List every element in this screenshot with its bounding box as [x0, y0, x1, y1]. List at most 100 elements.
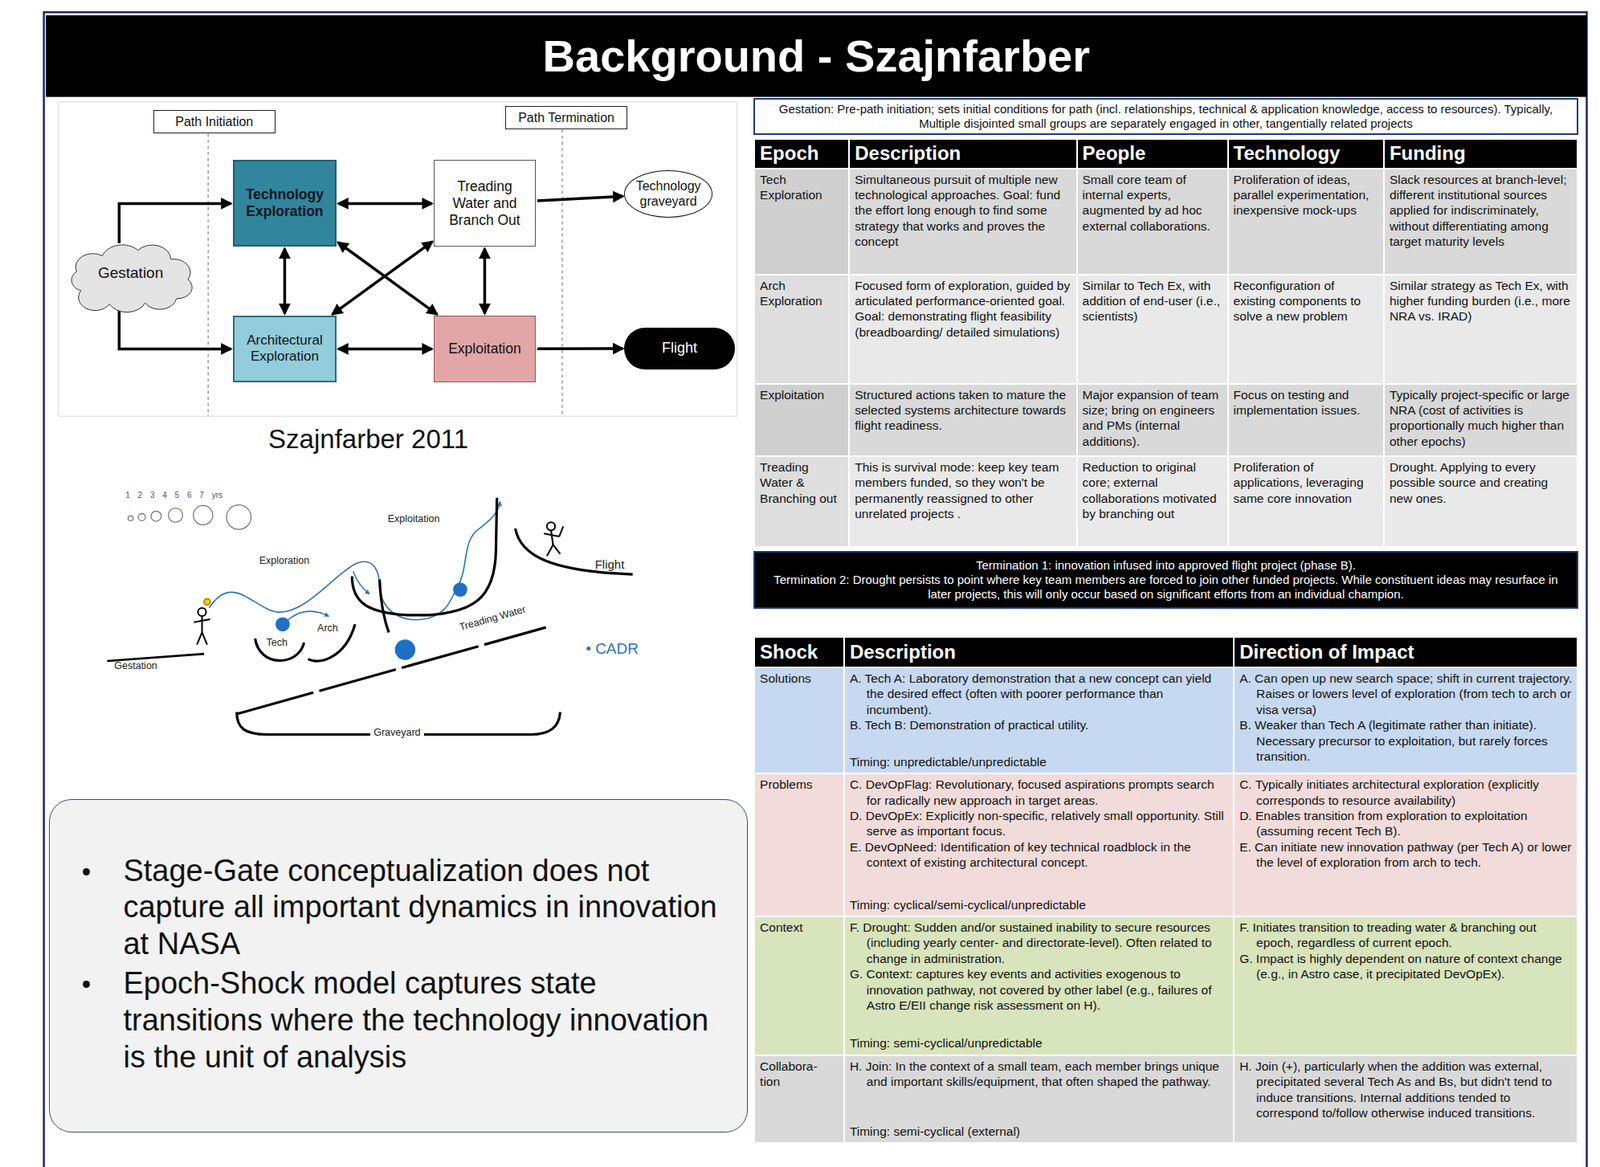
node-text: Gestation: Pre-path initiation; sets ini…: [763, 102, 1570, 131]
gestation-note: Gestation: Pre-path initiation; sets ini…: [753, 97, 1580, 135]
pathway-dot: [453, 582, 468, 597]
table-cell: Focused form of exploration, guided by a…: [849, 275, 1076, 384]
column-header: Description: [849, 640, 1229, 664]
pathway-arrow: [353, 571, 370, 594]
table-header-cell: Description: [844, 637, 1233, 667]
table-cell: Tech Exploration: [755, 169, 849, 274]
node-text: Architectural Exploration: [237, 332, 333, 366]
bullet-text: Stage-Gate conceptualization does not ca…: [122, 853, 723, 964]
connector-arrow: [338, 242, 437, 315]
epoch-box: Technology Exploration: [232, 159, 338, 247]
cell-text: Timing: cyclical/semi-cyclical/unpredict…: [849, 890, 1229, 913]
cell-text: Reconfiguration of existing components t…: [1233, 277, 1379, 325]
table-cell: Context: [755, 917, 844, 1055]
cell-text: B. Tech B: Demonstration of practical ut…: [849, 717, 1229, 733]
table-cell: This is survival mode: keep key team mem…: [849, 457, 1076, 547]
cell-text: G. Impact is highly dependent on nature …: [1239, 951, 1572, 983]
table-cell: F. Drought: Sudden and/or sustained inab…: [844, 917, 1233, 1055]
cell-text: Tech Exploration: [759, 171, 844, 204]
epoch-table: EpochDescriptionPeopleTechnologyFundingT…: [755, 139, 1577, 547]
column-header: Direction of Impact: [1239, 640, 1572, 664]
table-header-cell: Shock: [755, 637, 844, 667]
illustration-label: Graveyard: [370, 726, 424, 739]
cell-text: B. Weaker than Tech A (legitimate rather…: [1239, 717, 1572, 764]
cell-text: H. Join (+), particularly when the addit…: [1239, 1058, 1572, 1122]
cell-text: Focused form of exploration, guided by a…: [854, 277, 1071, 341]
table-cell: F. Initiates transition to treading wate…: [1234, 917, 1577, 1055]
cell-text: E. DevOpNeed: Identification of key tech…: [849, 839, 1229, 871]
node-text: Technology graveyard: [628, 178, 708, 209]
cell-text: F. Initiates transition to treading wate…: [1239, 919, 1572, 952]
connector-arrow: [338, 202, 433, 206]
connector-arrow: [483, 248, 487, 314]
cell-text: Major expansion of team size; bring on e…: [1082, 387, 1223, 450]
illustration-label: Tech: [266, 636, 288, 649]
node-text: Termination 1: innovation infused into a…: [763, 558, 1570, 573]
table-cell: Typically project-specific or large NRA …: [1384, 384, 1577, 456]
connector-arrow: [332, 241, 433, 315]
bullet-text: Epoch-Shock model captures state transit…: [122, 965, 723, 1076]
column-header: Description: [854, 142, 1071, 165]
cell-text: Context: [759, 919, 839, 935]
node-text: Gestation: [62, 264, 200, 283]
table-header-cell: People: [1077, 139, 1228, 168]
illustration-label: Arch: [317, 622, 339, 634]
epoch-box: Exploitation: [433, 315, 536, 384]
cell-text: H. Join: In the context of a small team,…: [849, 1058, 1229, 1090]
cell-text: D. Enables transition from exploration t…: [1239, 808, 1572, 840]
epoch-box: Treading Water and Branch Out: [433, 159, 536, 247]
pathway-arrow: [287, 611, 329, 621]
connector-arrow: [537, 195, 624, 201]
cell-text: Typically project-specific or large NRA …: [1389, 387, 1572, 450]
pathway-arrow: [208, 502, 500, 621]
node-text: Path Initiation: [157, 114, 272, 130]
exploration-divider: [379, 579, 389, 633]
node-text: Flight: [627, 339, 731, 358]
cell-text: Timing: semi-cyclical/unpredictable: [849, 1028, 1229, 1051]
epoch-box: Architectural Exploration: [232, 315, 338, 384]
cell-text: Solutions: [759, 670, 839, 686]
cell-text: Problems: [759, 776, 839, 792]
pathway-dot: [275, 616, 290, 632]
table-cell: Reduction to original core; external col…: [1077, 457, 1228, 547]
illustration-label: Gestation: [114, 660, 158, 672]
pathway-dot: [395, 639, 416, 660]
cell-text: E. Can initiate new innovation pathway (…: [1239, 839, 1572, 871]
node-text: Exploitation: [437, 340, 532, 358]
table-cell: Exploitation: [755, 384, 849, 456]
cell-text: Similar to Tech Ex, with addition of end…: [1082, 277, 1223, 325]
path-termination-line: [561, 129, 563, 417]
connector-arrow: [338, 347, 433, 352]
gestation-cloud: Gestation: [59, 240, 203, 308]
table-cell: Small core team of internal experts, aug…: [1077, 169, 1228, 274]
cell-text: C. Typically initiates architectural exp…: [1239, 776, 1572, 809]
node-text: Technology Exploration: [237, 186, 333, 221]
connector-arrow: [118, 203, 231, 243]
figure-panel: [57, 102, 737, 417]
cell-text: A. Tech A: Laboratory demonstration that…: [849, 670, 1229, 718]
cell-text: Exploitation: [759, 387, 844, 403]
cell-text: This is survival mode: keep key team mem…: [854, 459, 1071, 523]
illustration-label: Exploration: [259, 555, 311, 567]
cell-text: Timing: unpredictable/unpredictable: [849, 747, 1229, 770]
title-bar: [45, 15, 1587, 98]
stick-figure: [193, 599, 210, 645]
cell-text: D. DevOpEx: Explicitly non-specific, rel…: [849, 808, 1229, 840]
cell-text: A. Can open up new search space; shift i…: [1239, 670, 1572, 718]
table-cell: Slack resources at branch-level; differe…: [1384, 169, 1577, 274]
cell-text: Simultaneous pursuit of multiple new tec…: [854, 171, 1071, 250]
size-circles: [127, 505, 251, 530]
table-header-cell: Description: [849, 139, 1076, 168]
cell-text: Reduction to original core; external col…: [1082, 459, 1223, 523]
table-cell: C. Typically initiates architectural exp…: [1234, 774, 1577, 916]
column-header: Funding: [1389, 142, 1572, 165]
gestation-line: [106, 653, 205, 662]
cell-text: Collabora- tion: [759, 1058, 839, 1090]
bullet-dot: [82, 980, 90, 988]
table-cell: Simultaneous pursuit of multiple new tec…: [849, 169, 1076, 274]
column-header: People: [1082, 142, 1223, 165]
table-cell: Focus on testing and implementation issu…: [1228, 384, 1384, 456]
cell-text: G. Context: captures key events and acti…: [849, 966, 1229, 1013]
table-cell: C. DevOpFlag: Revolutionary, focused asp…: [844, 774, 1233, 916]
cell-text: F. Drought: Sudden and/or sustained inab…: [849, 919, 1229, 967]
